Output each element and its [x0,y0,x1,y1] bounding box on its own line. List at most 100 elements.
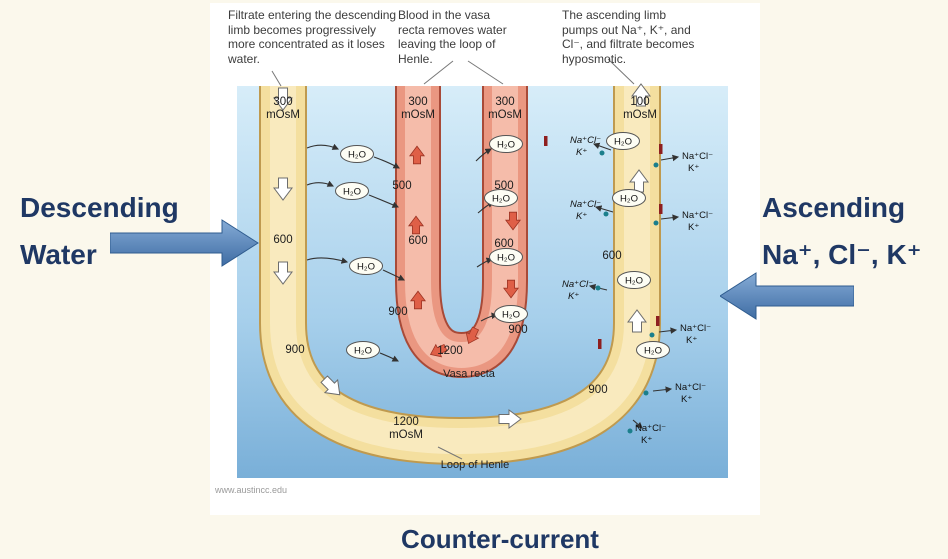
nacl-label: Na⁺Cl⁻ [635,423,666,434]
watermark: www.austincc.edu [215,485,288,495]
solute-dots [595,150,659,434]
loop-of-henle-caption: Loop of Henle [441,459,510,471]
h2o-molecule: H₂O [612,189,646,207]
h2o-label: H₂O [497,140,515,151]
osm-vasa-right-unit: mOsM [488,109,522,121]
solute-arrow [660,154,680,162]
osm-vasa-left-unit: mOsM [401,109,435,121]
k-label: K⁺ [686,335,697,346]
osm-vasa-left-value: 300 [408,96,427,108]
ascending-caption-line1: Ascending [762,192,906,223]
loop-of-henle-diagram: H₂O H₂O H₂O H₂O H₂O H₂O H₂O H₂O H₂O H₂O … [237,58,728,478]
solute-label: Na⁺Cl⁻K⁺ [680,323,711,346]
water-arrow [306,257,349,264]
osm-900-descending: 900 [285,344,304,356]
solute-dot [649,332,655,338]
osm-900-vasa-right: 900 [508,324,527,336]
water-arrow [475,148,492,162]
h2o-molecule: H₂O [484,189,518,207]
h2o-molecule: H₂O [494,305,528,323]
slide-title: Counter-current [401,524,599,554]
h2o-molecule: H₂O [335,182,369,200]
leader-line [437,446,463,460]
solute-arrow [632,419,643,429]
annotation-ascending: The ascending limb pumps out Na⁺, K⁺, an… [562,8,695,66]
h2o-molecules: H₂O H₂O H₂O H₂O H₂O H₂O H₂O H₂O H₂O H₂O … [335,132,670,359]
water-arrow [306,143,340,150]
descending-caption-line2: Water [20,239,97,270]
k-label: K⁺ [576,147,587,158]
descending-arrow [110,219,259,267]
osm-600-vasa-left: 600 [408,235,427,247]
osm-600-vasa-right: 600 [494,238,513,250]
ascending-arrow [720,272,854,320]
water-arrow [368,194,400,208]
pump-tick [659,144,663,154]
solute-dot [653,220,659,226]
descending-water-caption: Descending Water [20,184,179,278]
osm-descending-value: 300 [273,96,292,108]
osm-900-interstitium: 900 [588,384,607,396]
k-label: K⁺ [576,211,587,222]
water-arrow [379,352,399,362]
ascending-ions-caption: Ascending Na⁺, Cl⁻, K⁺ [762,184,921,278]
h2o-molecule: H₂O [346,341,380,359]
pump-ticks [544,136,663,349]
k-label: K⁺ [688,163,699,174]
solute-arrow [594,205,614,213]
water-movement-arrows-left [306,143,405,362]
osm-600-descending: 600 [273,234,292,246]
leader-line [271,70,282,87]
osm-1200-vasa-bend: 1200 [437,345,463,357]
pump-tick [656,316,660,326]
h2o-molecule: H₂O [349,257,383,275]
solute-arrow [592,142,612,151]
h2o-molecule: H₂O [489,248,523,266]
nacl-label: Na⁺Cl⁻ [562,279,593,290]
annotation-filtrate: Filtrate entering the descending limb be… [228,8,397,66]
leader-line [467,60,504,85]
solute-dot [599,150,605,156]
h2o-label: H₂O [625,276,643,287]
osmolarity-values: 500 500 600 600 600 600 900 900 900 900 … [273,180,621,441]
h2o-label: H₂O [357,262,375,273]
solute-label: Na⁺Cl⁻K⁺ [682,210,713,233]
h2o-molecule: H₂O [636,341,670,359]
solute-label: Na⁺Cl⁻K⁺ [635,423,666,446]
pump-tick [659,204,663,214]
solute-arrow [652,386,673,393]
descending-caption-line1: Descending [20,192,179,223]
solute-dot [595,285,601,291]
osm-600-interstitium: 600 [602,250,621,262]
k-label: K⁺ [681,394,692,405]
annotation-leader-lines [271,58,635,460]
solute-arrow [658,327,678,334]
h2o-label: H₂O [348,150,366,161]
solute-label: Na⁺Cl⁻K⁺ [570,199,601,222]
pump-tick [598,339,602,349]
k-label: K⁺ [641,435,652,446]
nacl-label: Na⁺Cl⁻ [570,199,601,210]
ascending-caption-line2: Na⁺, Cl⁻, K⁺ [762,239,922,270]
h2o-label: H₂O [354,346,372,357]
water-arrow [373,156,400,169]
tube-top-labels: 300 mOsM 300 mOsM 300 mOsM 100 mOsM [266,96,657,121]
water-arrow [306,180,334,187]
osm-ascending-value: 100 [630,96,649,108]
loop-of-henle-tube [259,86,661,466]
nacl-label: Na⁺Cl⁻ [682,151,713,162]
solute-label: Na⁺Cl⁻K⁺ [562,279,593,302]
h2o-molecule: H₂O [489,135,523,153]
h2o-molecule: H₂O [617,271,651,289]
vasa-recta-caption: Vasa recta [443,368,496,380]
osm-500-vasa-left: 500 [392,180,411,192]
h2o-molecule: H₂O [340,145,374,163]
h2o-label: H₂O [492,194,510,205]
osm-500-vasa-right: 500 [494,180,513,192]
solute-dot [603,211,609,217]
pump-tick [544,136,548,146]
leader-line [607,58,635,85]
solute-dot [653,162,659,168]
k-label: K⁺ [688,222,699,233]
